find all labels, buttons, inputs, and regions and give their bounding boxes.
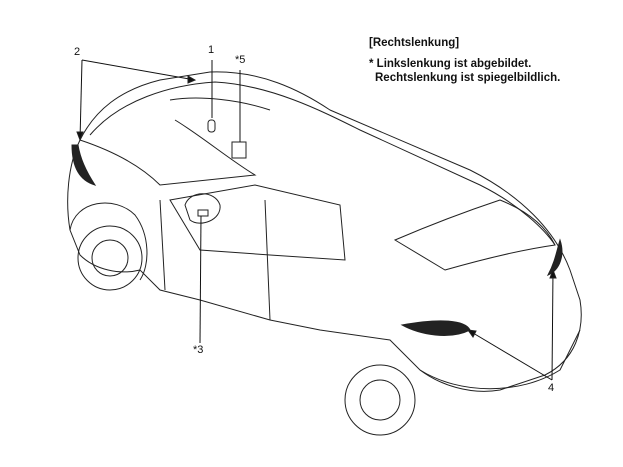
door-line-2 — [159, 199, 166, 291]
component-5-module — [231, 141, 247, 159]
rear-bumper — [419, 329, 581, 390]
note-line-1: * Linkslenkung ist abgebildet. — [369, 58, 532, 70]
component-3-switch — [197, 209, 209, 217]
rear-wheel-hub — [359, 379, 401, 421]
roof-line — [89, 81, 556, 246]
arrowhead — [76, 131, 84, 142]
rear-wheel — [344, 364, 416, 436]
rear-window — [393, 199, 556, 271]
leader-2b — [81, 59, 196, 81]
door-line — [264, 199, 271, 321]
steering-wheel — [184, 193, 221, 224]
arrowhead — [187, 75, 197, 84]
arrowhead — [466, 329, 477, 338]
front-wheel-arch — [69, 202, 148, 281]
windshield — [79, 119, 257, 186]
right-rear-lamp-side — [546, 238, 563, 277]
car-body-outline — [67, 71, 582, 392]
front-wheel-hub — [91, 239, 129, 277]
component-1-sensor — [207, 119, 216, 133]
callout-1: 1 — [208, 44, 215, 56]
leader-4a — [467, 329, 553, 381]
arrowhead — [549, 268, 557, 279]
leader-2a — [79, 59, 83, 141]
note-line-2: Rechtslenkung ist spiegelbildlich. — [375, 72, 561, 84]
left-rear-combination-lamp — [71, 144, 97, 186]
leader-3 — [199, 215, 202, 344]
callout-2: 2 — [74, 46, 81, 58]
leader-4b — [551, 269, 554, 381]
front-wheel — [77, 225, 143, 291]
note-heading: [Rechtslenkung] — [369, 37, 460, 49]
right-rear-lamp-tailgate — [400, 320, 471, 336]
callout-5: *5 — [235, 54, 246, 66]
callout-3: *3 — [193, 344, 204, 356]
callout-4: 4 — [548, 382, 555, 394]
sunroof — [169, 97, 271, 111]
side-windows — [169, 184, 346, 261]
